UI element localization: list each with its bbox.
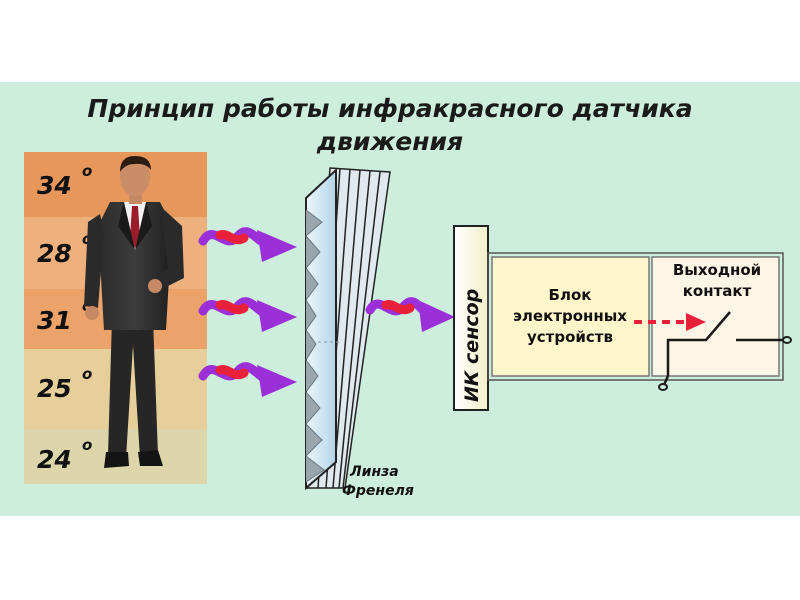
title-line-1: Принцип работы инфракрасного датчика (87, 94, 692, 123)
lens-label-line-2: Френеля (342, 483, 414, 499)
wavy-ir-arrow-icon (198, 227, 297, 262)
temperature-value: 25 (37, 374, 72, 403)
wavy-ir-arrow-icon (365, 297, 455, 332)
degree-sign: o (82, 436, 92, 454)
degree-sign: o (82, 230, 92, 248)
dashed-signal-arrow (634, 313, 706, 331)
wavy-ir-arrow-icon (198, 362, 297, 397)
fresnel-lens (305, 167, 391, 491)
temperature-value: 34 (37, 171, 72, 200)
switch-contact-icon (658, 311, 792, 391)
ir-sensor (453, 225, 489, 411)
degree-sign: o (82, 365, 92, 383)
temperature-value: 31 (37, 306, 72, 335)
output-contact-block (651, 256, 780, 377)
temperature-value: 24 (37, 445, 72, 474)
ir-sensor-label: ИК сенсор (461, 289, 483, 402)
title-line-2: движения (316, 127, 463, 156)
lens-label-line-1: Линза (349, 464, 399, 480)
degree-sign: o (82, 162, 92, 180)
electronics-label-line-2: электронных (513, 307, 627, 325)
temperature-value: 28 (37, 239, 72, 268)
person-icon (84, 156, 184, 468)
output-label-line-1: Выходной (673, 261, 761, 279)
electronics-block (491, 256, 650, 377)
device-enclosure (487, 252, 784, 381)
ir-arrows-left (198, 227, 297, 397)
wavy-ir-arrow-icon (198, 297, 297, 332)
output-label-line-2: контакт (683, 282, 752, 300)
electronics-label-line-3: устройств (527, 328, 613, 346)
electronics-label-line-1: Блок (549, 286, 592, 304)
